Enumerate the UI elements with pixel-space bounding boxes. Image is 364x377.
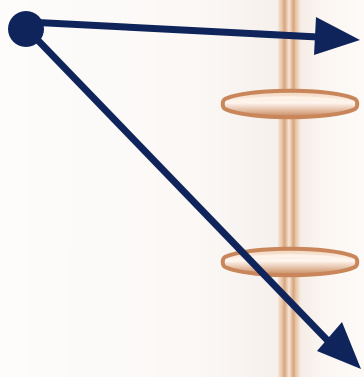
arrow-diagonal-icon bbox=[28, 30, 361, 369]
binder-ring-top bbox=[223, 91, 358, 118]
arrow-right-icon bbox=[28, 17, 360, 55]
origin-dot bbox=[8, 11, 44, 47]
